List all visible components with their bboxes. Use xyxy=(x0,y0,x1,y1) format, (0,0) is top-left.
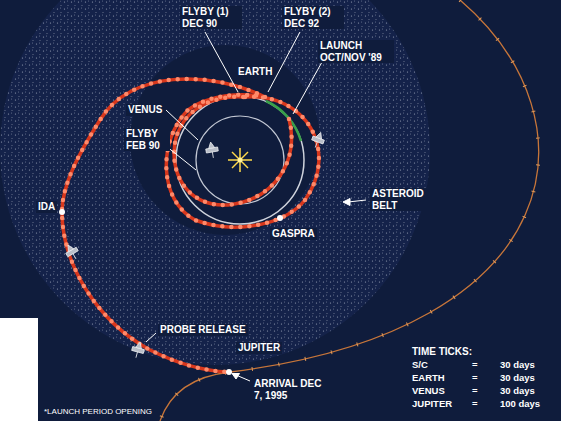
planet-label: EARTH xyxy=(236,66,274,78)
sun-symbol xyxy=(228,148,252,172)
table-cell: EARTH xyxy=(410,373,447,384)
asteroid-label: GASPRA xyxy=(270,228,317,240)
jupiter-orbit xyxy=(160,0,539,421)
region-label: ASTEROID BELT xyxy=(370,188,432,211)
flyby-label: FLYBY (2) DEC 92 xyxy=(282,6,344,29)
spacecraft-path-ticks xyxy=(62,79,319,372)
table-title: TIME TICKS: xyxy=(410,346,474,358)
table-cell: 30 days xyxy=(498,373,537,384)
launch-label: LAUNCH OCT/NOV '89 xyxy=(318,40,394,63)
table-cell: 30 days xyxy=(498,360,537,371)
spacecraft-path xyxy=(62,79,319,372)
arrival-label: ARRIVAL DEC 7, 1995 xyxy=(252,378,328,401)
asteroid-label: IDA xyxy=(36,201,57,213)
table-cell: = xyxy=(470,399,480,410)
ida-dot xyxy=(59,209,65,215)
footnote: *LAUNCH PERIOD OPENING xyxy=(42,407,154,416)
earth-orbit-launch-arc xyxy=(266,101,301,141)
leader-lines xyxy=(146,32,366,381)
asteroid-belt xyxy=(0,0,430,365)
planet-label: VENUS xyxy=(126,104,164,116)
table-cell: = xyxy=(470,360,480,371)
jupiter-dot xyxy=(226,369,232,375)
table-cell: = xyxy=(470,373,480,384)
spacecraft-icons xyxy=(63,130,327,359)
gaspra-dot xyxy=(277,215,283,221)
venus-orbit xyxy=(196,116,284,204)
table-cell: = xyxy=(470,386,480,397)
flyby-label: FLYBY FEB 90 xyxy=(124,128,170,151)
table-cell: VENUS xyxy=(410,386,447,397)
flyby-label: FLYBY (1) DEC 90 xyxy=(180,6,242,29)
table-cell: 30 days xyxy=(498,386,537,397)
event-label: PROBE RELEASE xyxy=(158,324,248,336)
jupiter-orbit-ticks xyxy=(160,0,539,421)
table-cell: 100 days xyxy=(498,399,542,410)
table-cell: JUPITER xyxy=(410,399,454,410)
table-cell: S/C xyxy=(410,360,430,371)
planet-label: JUPITER xyxy=(236,342,282,354)
white-corner xyxy=(0,318,38,421)
